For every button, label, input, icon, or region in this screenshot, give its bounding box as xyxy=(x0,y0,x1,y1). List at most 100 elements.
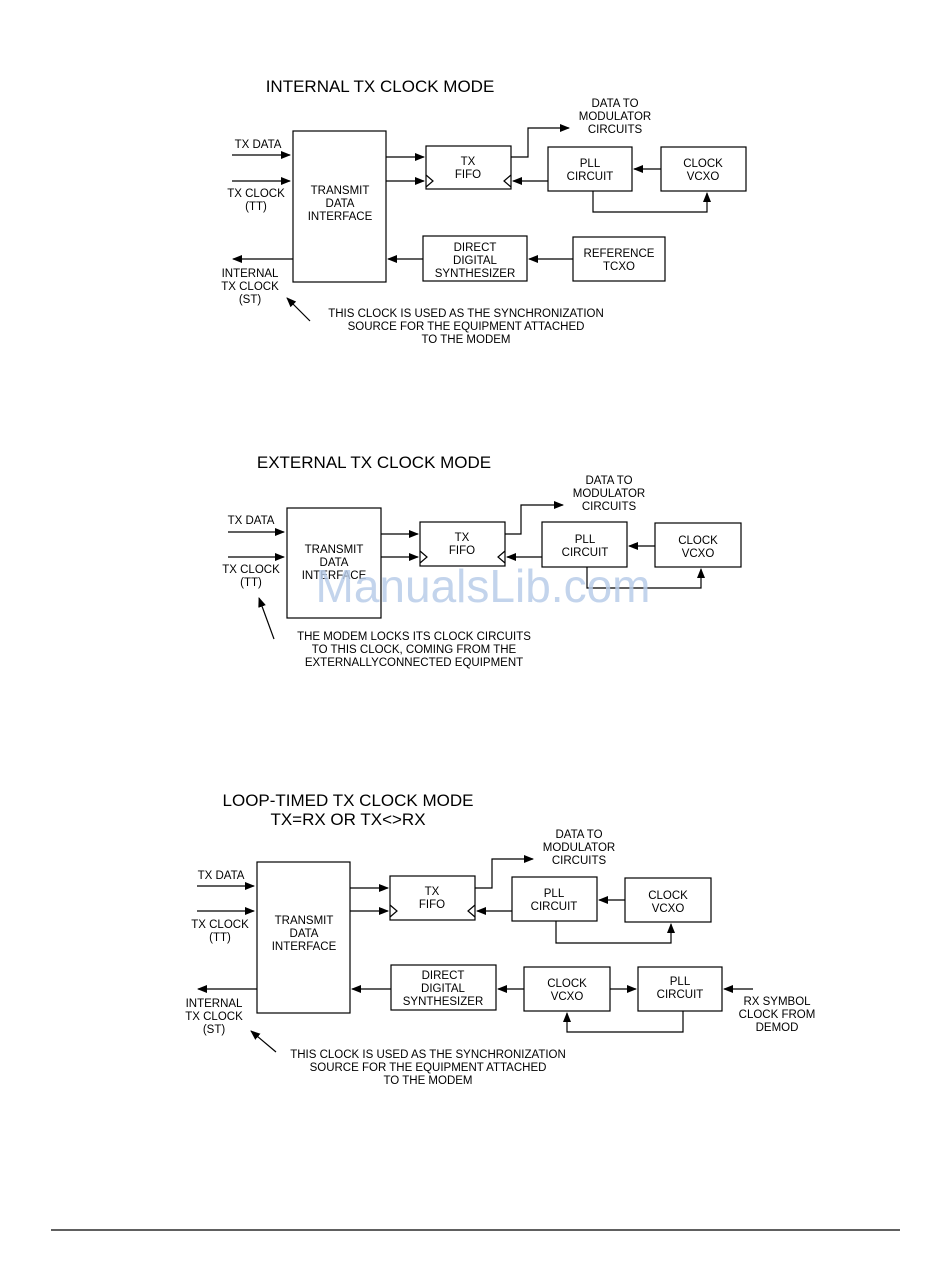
vcxo-label: CLOCK xyxy=(683,158,723,170)
tx-clock-label: TX CLOCK xyxy=(191,919,249,931)
fifo-clock-input-icon xyxy=(389,904,398,918)
note-pointer-arrow xyxy=(250,1030,277,1053)
loop-timed-title: LOOP-TIMED TX CLOCK MODE xyxy=(223,791,474,810)
external-mode-title: EXTERNAL TX CLOCK MODE xyxy=(257,453,491,472)
transmit-interface-box xyxy=(292,130,387,283)
vcxo-label: CLOCK xyxy=(648,890,688,902)
data-to-modulator-arrow xyxy=(475,855,534,889)
fifo-clock-output-icon xyxy=(467,904,476,918)
data-to-label-3: CIRCUITS xyxy=(582,501,637,513)
transmit-label-2: DATA xyxy=(320,557,349,569)
pll-to-vcxo-arrow xyxy=(592,191,711,213)
vcxo-2-label-2: VCXO xyxy=(551,991,584,1003)
rx-symbol-label-3: DEMOD xyxy=(756,1022,799,1034)
data-to-modulator-arrow xyxy=(505,501,564,535)
data-to-modulator-arrow xyxy=(511,124,570,158)
vcxo-2-label: CLOCK xyxy=(547,978,587,990)
pll-circuit-box xyxy=(541,521,628,568)
fifo-label-2: FIFO xyxy=(449,545,475,557)
internal-clock-label-3: (ST) xyxy=(239,294,262,306)
pll-to-vcxo-arrow xyxy=(586,567,705,589)
note-line-3: TO THE MODEM xyxy=(421,334,510,346)
external-mode-diagram: EXTERNAL TX CLOCK MODE TX DATA TX CLOCK … xyxy=(222,453,742,669)
note-line-2: SOURCE FOR THE EQUIPMENT ATTACHED xyxy=(348,321,585,333)
dds-label: DIRECT xyxy=(422,970,465,982)
tx-clock-sub-label: (TT) xyxy=(209,932,231,944)
pll-label-2: CIRCUIT xyxy=(567,171,614,183)
dds-label: DIRECT xyxy=(454,242,497,254)
rx-symbol-label: RX SYMBOL xyxy=(743,996,811,1008)
pll-label-2: CIRCUIT xyxy=(531,901,578,913)
pll-label-2: CIRCUIT xyxy=(562,547,609,559)
transmit-label: TRANSMIT xyxy=(305,544,364,556)
fifo-label-2: FIFO xyxy=(455,169,481,181)
pll-to-vcxo-arrow xyxy=(555,921,675,944)
dds-label-2: DIGITAL xyxy=(453,255,497,267)
tx-data-label: TX DATA xyxy=(198,870,245,882)
transmit-label-2: DATA xyxy=(326,198,355,210)
pll-circuit-2-box xyxy=(637,966,723,1012)
fifo-clock-input-icon xyxy=(419,550,428,564)
tx-data-label: TX DATA xyxy=(235,139,282,151)
data-to-label-2: MODULATOR xyxy=(579,111,651,123)
tx-clock-label: TX CLOCK xyxy=(227,188,285,200)
data-to-label: DATA TO xyxy=(555,829,602,841)
vcxo-label-2: VCXO xyxy=(682,548,715,560)
note-line-1: THIS CLOCK IS USED AS THE SYNCHRONIZATIO… xyxy=(290,1049,566,1061)
note-line-2: TO THIS CLOCK, COMING FROM THE xyxy=(312,644,517,656)
transmit-label: TRANSMIT xyxy=(311,185,370,197)
transmit-interface-box xyxy=(256,861,351,1014)
tx-clock-sub-label: (TT) xyxy=(240,577,262,589)
data-to-label-3: CIRCUITS xyxy=(588,124,643,136)
data-to-label: DATA TO xyxy=(591,98,638,110)
tx-clock-sub-label: (TT) xyxy=(245,201,267,213)
internal-clock-label: INTERNAL xyxy=(186,998,243,1010)
transmit-label: TRANSMIT xyxy=(275,915,334,927)
dds-label-3: SYNTHESIZER xyxy=(403,996,484,1008)
note-pointer-arrow xyxy=(258,597,275,640)
internal-clock-label-2: TX CLOCK xyxy=(221,281,279,293)
transmit-interface-box xyxy=(286,507,382,619)
note-pointer-arrow xyxy=(286,297,311,322)
clock-vcxo-box xyxy=(654,522,742,568)
loop-timed-subtitle: TX=RX OR TX<>RX xyxy=(270,810,425,829)
tcxo-label: REFERENCE xyxy=(584,248,655,260)
data-to-label-2: MODULATOR xyxy=(573,488,645,500)
fifo-label: TX xyxy=(425,886,440,898)
data-to-label: DATA TO xyxy=(585,475,632,487)
pll-2-to-vcxo-arrow xyxy=(563,1011,684,1033)
transmit-label-2: DATA xyxy=(290,928,319,940)
internal-clock-label: INTERNAL xyxy=(222,268,279,280)
vcxo-label-2: VCXO xyxy=(652,903,685,915)
clock-vcxo-box xyxy=(660,146,747,192)
internal-clock-label-3: (ST) xyxy=(203,1024,226,1036)
dds-box xyxy=(390,964,497,1011)
fifo-clock-input-icon xyxy=(425,174,434,188)
tx-fifo-box xyxy=(389,875,476,921)
reference-tcxo-box xyxy=(572,236,666,282)
clock-vcxo-box xyxy=(624,877,712,923)
fifo-label-2: FIFO xyxy=(419,899,445,911)
fifo-label: TX xyxy=(455,532,470,544)
dds-label-3: SYNTHESIZER xyxy=(435,268,516,280)
pll-2-label-2: CIRCUIT xyxy=(657,989,704,1001)
pll-circuit-box xyxy=(547,146,633,192)
note-line-1: THIS CLOCK IS USED AS THE SYNCHRONIZATIO… xyxy=(328,308,604,320)
watermark: ManualsLib.com xyxy=(316,560,651,612)
loop-timed-mode-diagram: LOOP-TIMED TX CLOCK MODE TX=RX OR TX<>RX… xyxy=(185,791,815,1087)
note-line-2: SOURCE FOR THE EQUIPMENT ATTACHED xyxy=(310,1062,547,1074)
pll-label: PLL xyxy=(575,534,596,546)
internal-mode-diagram: INTERNAL TX CLOCK MODE TX DATA TX CLOCK … xyxy=(221,77,747,346)
pll-label: PLL xyxy=(544,888,565,900)
vcxo-label-2: VCXO xyxy=(687,171,720,183)
clock-vcxo-2-box xyxy=(523,966,611,1012)
fifo-label: TX xyxy=(461,156,476,168)
transmit-label-3: INTERFACE xyxy=(302,570,367,582)
transmit-label-3: INTERFACE xyxy=(272,941,337,953)
note-line-1: THE MODEM LOCKS ITS CLOCK CIRCUITS xyxy=(297,631,531,643)
pll-label: PLL xyxy=(580,158,601,170)
note-line-3: TO THE MODEM xyxy=(383,1075,472,1087)
internal-clock-label-2: TX CLOCK xyxy=(185,1011,243,1023)
tx-clock-label: TX CLOCK xyxy=(222,564,280,576)
pll-2-label: PLL xyxy=(670,976,691,988)
